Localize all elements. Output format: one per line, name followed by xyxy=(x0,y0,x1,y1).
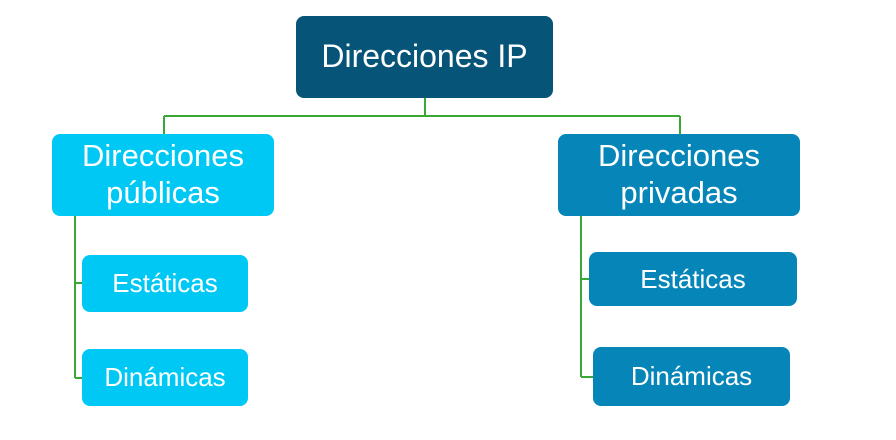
private-static-node: Estáticas xyxy=(589,252,797,306)
public-static-node: Estáticas xyxy=(82,255,248,312)
private-dynamic-label: Dinámicas xyxy=(630,361,753,392)
private-addresses-node: Direcciones privadas xyxy=(558,134,800,216)
public-addresses-label: Direcciones públicas xyxy=(82,138,244,210)
public-static-label: Estáticas xyxy=(112,268,218,299)
private-dynamic-node: Dinámicas xyxy=(593,347,790,406)
public-dynamic-node: Dinámicas xyxy=(82,349,248,406)
public-dynamic-label: Dinámicas xyxy=(104,362,226,393)
private-static-label: Estáticas xyxy=(640,263,746,294)
private-addresses-label: Direcciones privadas xyxy=(598,138,760,210)
root-node-direcciones-ip: Direcciones IP xyxy=(296,16,553,98)
root-node-label: Direcciones IP xyxy=(321,38,528,75)
public-addresses-node: Direcciones públicas xyxy=(52,134,274,216)
